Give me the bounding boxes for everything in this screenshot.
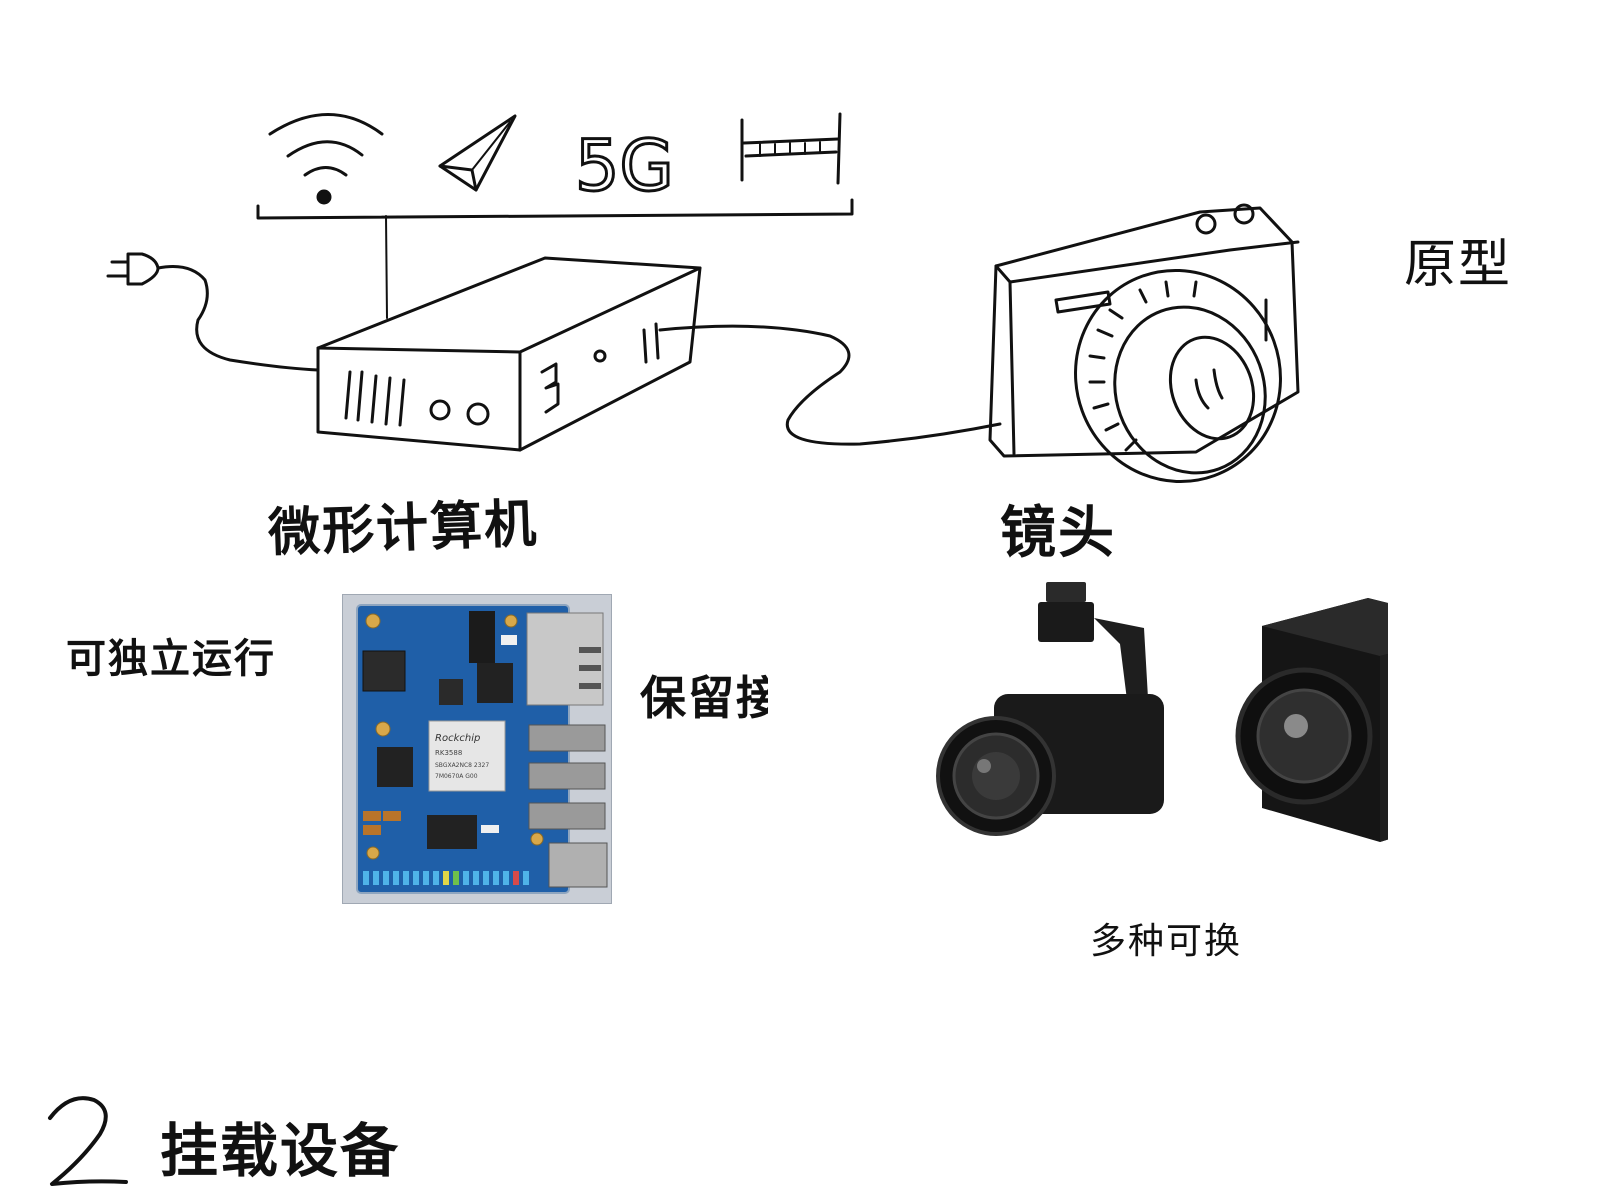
zoom-block-camera-image <box>1235 598 1388 842</box>
power-plug-icon <box>106 252 320 372</box>
wifi-icon <box>268 113 384 205</box>
ruler-icon <box>740 112 842 185</box>
data-cable <box>658 324 1002 446</box>
standalone-label: 可独立运行 <box>66 636 276 682</box>
connectivity-bar <box>256 198 854 319</box>
camera-modules-photo <box>768 558 1388 898</box>
interchangeable-label: 多种可换 <box>1090 921 1243 962</box>
connectivity-baseline <box>256 198 854 220</box>
section-number-glyph <box>48 1096 128 1186</box>
camera-sketch <box>988 203 1300 484</box>
connectivity-drop-line <box>385 215 388 319</box>
lens-label: 镜头 <box>1000 501 1116 566</box>
chip-line2: SBGXA2NC8 2327 <box>435 762 489 769</box>
mini-computer-label: 微形计算机 <box>267 494 540 564</box>
chip-brand: Rockchip <box>435 733 480 744</box>
section-title: 挂载设备 <box>160 1117 401 1185</box>
chip-line3: 7M0670A G00 <box>435 773 478 780</box>
section-number: 2 <box>38 1080 99 1192</box>
gimbal-camera-image <box>936 582 1164 836</box>
prototype-label: 原型 <box>1404 235 1513 295</box>
sbc-board-photo: Rockchip RK3588 SBGXA2NC8 2327 7M0670A G… <box>342 594 612 904</box>
mini-computer-sketch <box>316 256 702 452</box>
paper-plane-icon <box>438 114 517 192</box>
5g-icon: 5G <box>575 125 674 207</box>
chip-model: RK3588 <box>435 749 462 757</box>
